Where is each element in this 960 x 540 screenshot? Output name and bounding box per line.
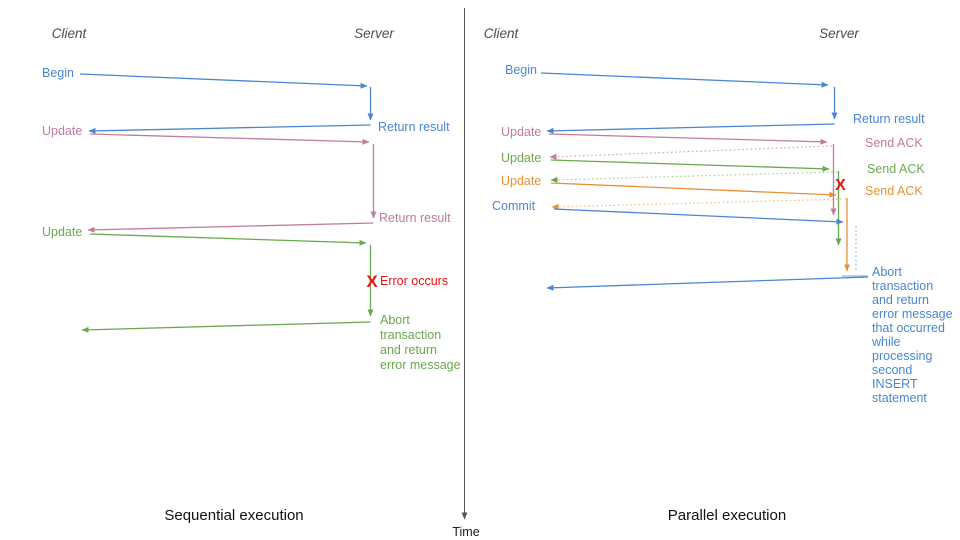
right-ack1-dotted-arrow: [549, 145, 833, 160]
left-update1-label: Update: [42, 124, 82, 138]
right-abort-note-line: error message: [872, 307, 953, 321]
left-update1-response-arrow: [87, 222, 374, 233]
right-abort-note-line: INSERT: [872, 377, 918, 391]
right-ack1-label: Send ACK: [865, 136, 923, 150]
right-update2-label: Update: [501, 151, 541, 165]
left-error-label: Error occurs: [380, 274, 448, 288]
right-commit-request-arrow: [553, 208, 844, 225]
right-abort-note-line: second: [872, 363, 912, 377]
right-abort-note-line: Abort: [872, 265, 902, 279]
left-begin-label: Begin: [42, 66, 74, 80]
left-error-x-icon: X: [366, 272, 378, 291]
left-return1-label: Return result: [378, 120, 450, 134]
right-ack2-label: Send ACK: [867, 162, 925, 176]
right-update2-request-arrow: [550, 159, 830, 172]
time-axis-label: Time: [452, 525, 479, 539]
right-abort-note-line: and return: [872, 293, 929, 307]
right-begin-label: Begin: [505, 63, 537, 77]
right-begin-response-arrow: [546, 123, 835, 134]
left-abort-note-line: Abort: [380, 313, 410, 327]
parallel-panel: Client Server Begin Return result Update…: [484, 26, 953, 524]
right-update3-request-arrow: [550, 182, 837, 198]
right-ack3-label: Send ACK: [865, 184, 923, 198]
right-server-header: Server: [819, 26, 859, 41]
right-begin-request-arrow: [540, 72, 829, 88]
left-update2-request-arrow: [89, 233, 367, 246]
left-abort-note-line: and return: [380, 343, 437, 357]
right-client-header: Client: [484, 26, 520, 41]
left-client-header: Client: [52, 26, 88, 41]
right-ack3-dotted-arrow: [551, 198, 847, 210]
left-update2-label: Update: [42, 225, 82, 239]
left-return2-label: Return result: [379, 211, 451, 225]
right-abort-note-line: while: [871, 335, 901, 349]
right-update3-label: Update: [501, 174, 541, 188]
left-server-header: Server: [354, 26, 394, 41]
left-caption: Sequential execution: [164, 507, 303, 524]
right-caption: Parallel execution: [668, 507, 786, 524]
right-update1-request-arrow: [548, 133, 828, 145]
left-abort-note-line: error message: [380, 358, 461, 372]
left-update1-request-arrow: [89, 133, 370, 145]
right-abort-response-arrow: [546, 276, 869, 291]
left-abort-response-arrow: [81, 321, 371, 333]
sequential-panel: Client Server Begin Return result Update…: [42, 26, 461, 524]
right-update1-label: Update: [501, 125, 541, 139]
right-return1-label: Return result: [853, 112, 925, 126]
right-commit-label: Commit: [492, 199, 536, 213]
left-begin-response-arrow: [88, 124, 371, 134]
right-error-x-icon: X: [835, 177, 846, 194]
right-ack2-dotted-arrow: [550, 171, 838, 183]
right-abort-note-line: transaction: [872, 279, 933, 293]
right-abort-note-line: processing: [872, 349, 932, 363]
right-abort-note-line: statement: [872, 391, 927, 405]
left-abort-note-line: transaction: [380, 328, 441, 342]
left-begin-request-arrow: [79, 73, 368, 89]
right-abort-note-line: that occurred: [872, 321, 945, 335]
